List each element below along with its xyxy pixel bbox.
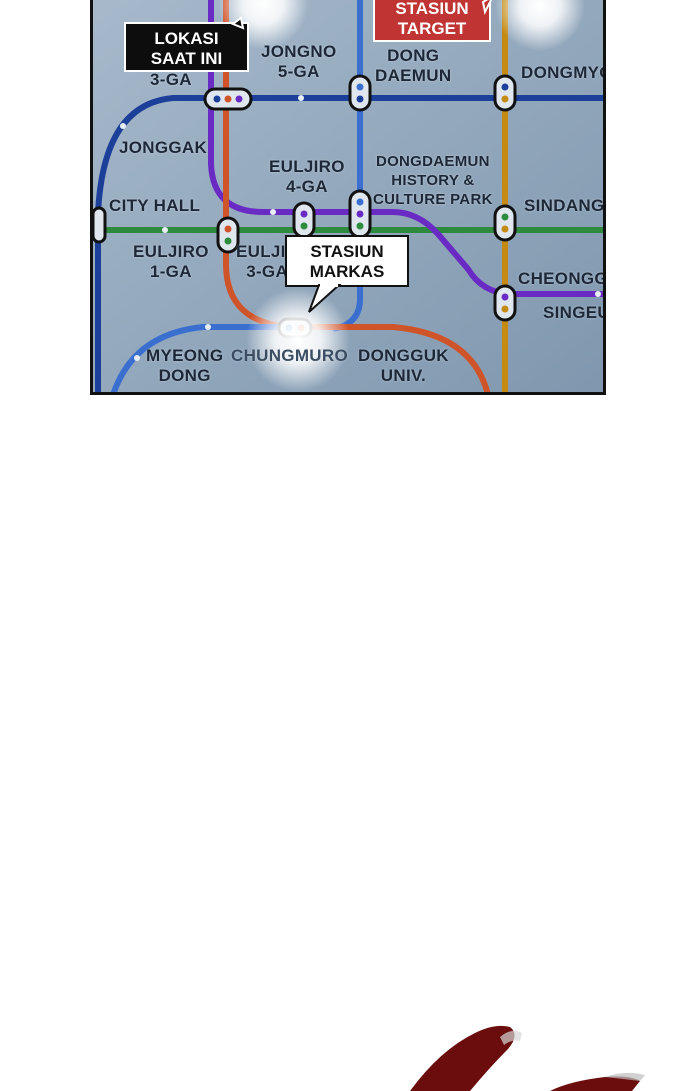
brush-stroke-decoration <box>410 1025 645 1091</box>
callout-base-station-line2: MARKAS <box>309 262 385 281</box>
station-euljiro4ga: EULJIRO 4-GA <box>269 157 345 197</box>
station-city-hall: CITY HALL <box>109 196 201 215</box>
station-euljiro3ga-line1: EULJIR <box>236 242 299 261</box>
station-jonggak: JONGGAK <box>119 138 208 157</box>
station-jongno5ga-line1: JONGNO <box>261 42 337 61</box>
glow-target-station <box>495 0 585 51</box>
station-dongguk-line2: UNIV. <box>380 366 427 385</box>
callout-current-location-line2: SAAT INI <box>150 49 223 68</box>
station-ddp: DONGDAEMUN HISTORY & CULTURE PARK <box>373 152 493 209</box>
station-dongguk: DONGGUK UNIV. <box>358 346 449 386</box>
station-singeumho: SINGEU <box>543 303 606 322</box>
callout-target-station: STASIUN TARGET <box>373 0 491 42</box>
station-dongguk-line1: DONGGUK <box>358 346 449 365</box>
station-dots <box>120 95 601 361</box>
subway-map-panel: 3-GA JONGNO 5-GA DONG DAEMUN DONGMYO JON… <box>90 0 606 395</box>
station-dongdaemun: DONG DAEMUN <box>375 46 451 86</box>
station-jongno5ga: JONGNO 5-GA <box>261 42 336 82</box>
callout-target-station-line1: STASIUN <box>395 0 469 18</box>
glow-base-station <box>246 288 350 392</box>
station-jongno3ga: 3-GA <box>150 70 192 89</box>
station-myeongdong-line2: DONG <box>158 366 211 385</box>
station-chungmuro: CHUNGMURO <box>231 346 348 365</box>
station-ddp-line2: HISTORY & <box>391 172 475 189</box>
callout-base-station-line1: STASIUN <box>310 242 384 261</box>
subway-map-lines <box>93 0 603 392</box>
line-blue-top <box>95 95 603 392</box>
station-ddp-line3: CULTURE PARK <box>373 191 493 208</box>
line-blue-bottom <box>110 324 293 392</box>
callout-target-station-line2: TARGET <box>397 19 467 38</box>
station-euljiro1ga-line1: EULJIRO <box>133 242 209 261</box>
station-myeongdong-line1: MYEONG <box>146 346 224 365</box>
station-cheonggu: CHEONGG <box>518 269 606 288</box>
station-myeongdong: MYEONG DONG <box>146 346 223 386</box>
station-dongdaemun-line2: DAEMUN <box>375 66 452 85</box>
transfer-station-markers <box>93 74 517 339</box>
station-euljiro3ga: EULJIR 3-GA <box>236 242 298 282</box>
callout-current-location-line1: LOKASI <box>154 29 219 48</box>
station-euljiro1ga: EULJIRO 1-GA <box>133 242 209 282</box>
station-dongdaemun-line1: DONG <box>387 46 440 65</box>
station-euljiro1ga-line2: 1-GA <box>149 262 192 281</box>
station-euljiro3ga-line2: 3-GA <box>246 262 289 281</box>
station-dongmyo: DONGMYO <box>521 63 606 82</box>
callout-current-location: LOKASI SAAT INI <box>124 22 249 72</box>
station-ddp-line1: DONGDAEMUN <box>375 153 490 170</box>
station-sindang: SINDANG <box>524 196 605 215</box>
line-purple <box>208 0 603 297</box>
callout-base-station: STASIUN MARKAS <box>285 235 409 287</box>
station-euljiro4ga-line2: 4-GA <box>285 177 328 196</box>
station-euljiro4ga-line1: EULJIRO <box>269 157 345 176</box>
station-jongno5ga-line2: 5-GA <box>277 62 320 81</box>
